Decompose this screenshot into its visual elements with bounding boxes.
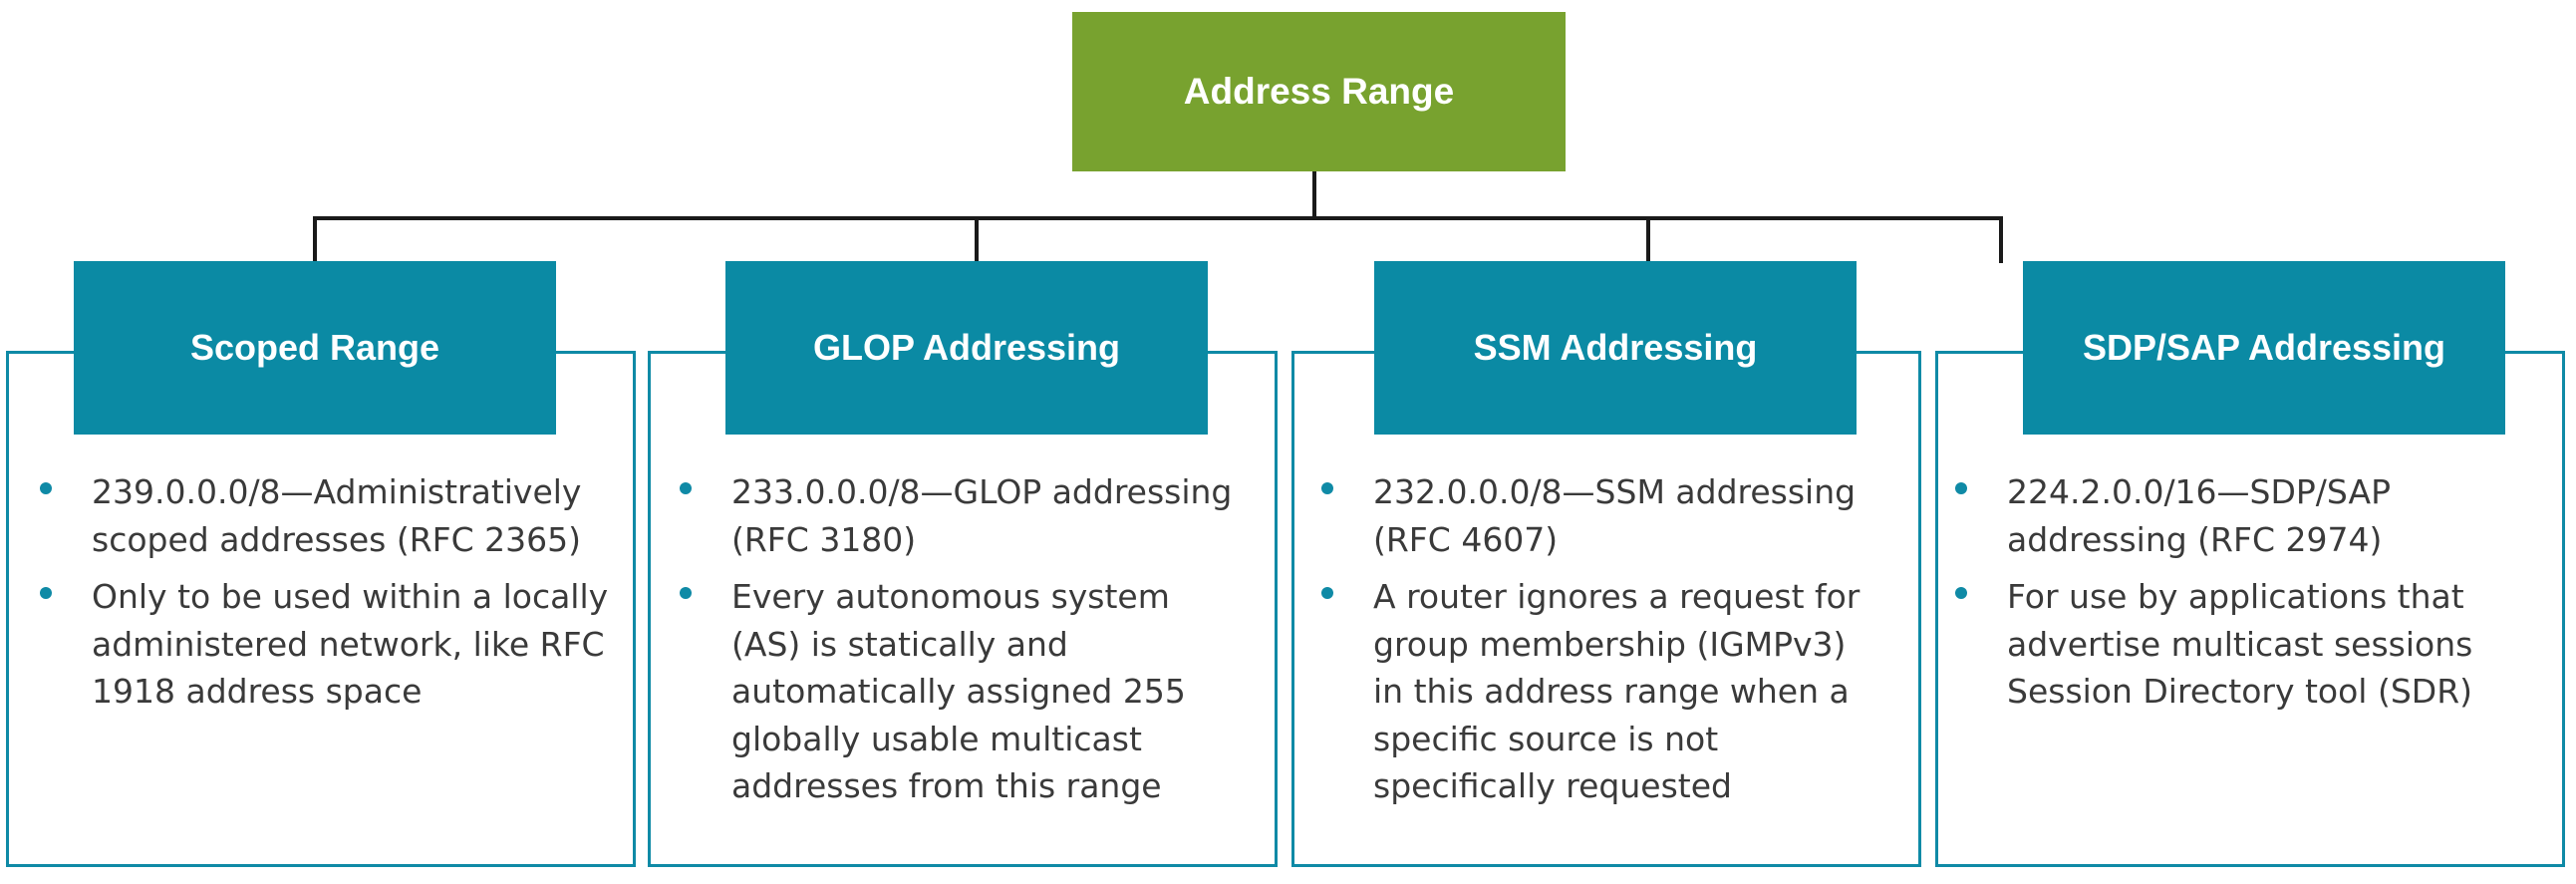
branch-connector-ssm	[1646, 216, 1650, 263]
glop-addressing-header: GLOP Addressing	[725, 261, 1208, 435]
bullet-text: 224.2.0.0/16—SDP/SAP addressing (RFC 297…	[2007, 472, 2391, 559]
branch-connector-glop	[975, 216, 979, 263]
branch-connector-scoped	[313, 216, 317, 263]
bullet-item: Every autonomous system (AS) is statical…	[680, 573, 1240, 810]
bullet-dot-icon	[680, 587, 692, 599]
horizontal-connector	[313, 216, 2003, 220]
glop-addressing-bullets: 233.0.0.0/8—GLOP addressing (RFC 3180) E…	[680, 468, 1240, 820]
scoped-range-bullets: 239.0.0.0/8—Administratively scoped addr…	[40, 468, 630, 726]
bullet-text: A router ignores a request for group mem…	[1373, 577, 1860, 805]
bullet-dot-icon	[1321, 587, 1333, 599]
sdp-sap-addressing-header: SDP/SAP Addressing	[2023, 261, 2505, 435]
ssm-addressing-panel	[1291, 351, 1921, 867]
branch-connector-sdp-sap	[1999, 216, 2003, 263]
bullet-dot-icon	[40, 482, 52, 494]
glop-addressing-title: GLOP Addressing	[812, 327, 1121, 368]
root-node-label: Address Range	[1183, 71, 1455, 112]
bullet-dot-icon	[1955, 587, 1967, 599]
sdp-sap-addressing-title: SDP/SAP Addressing	[2082, 327, 2446, 368]
sdp-sap-addressing-panel	[1935, 351, 2565, 867]
bullet-dot-icon	[680, 482, 692, 494]
bullet-text: Only to be used within a locally adminis…	[92, 577, 609, 711]
bullet-text: 233.0.0.0/8—GLOP addressing (RFC 3180)	[731, 472, 1233, 559]
bullet-dot-icon	[40, 587, 52, 599]
scoped-range-panel	[6, 351, 636, 867]
bullet-item: 232.0.0.0/8—SSM addressing (RFC 4607)	[1321, 468, 1881, 563]
scoped-range-title: Scoped Range	[189, 327, 440, 368]
bullet-text: Every autonomous system (AS) is statical…	[731, 577, 1186, 805]
ssm-addressing-title: SSM Addressing	[1473, 327, 1758, 368]
bullet-text: 239.0.0.0/8—Administratively scoped addr…	[92, 472, 582, 559]
address-range-root-node: Address Range	[1072, 12, 1566, 171]
bullet-item: A router ignores a request for group mem…	[1321, 573, 1881, 810]
scoped-range-header: Scoped Range	[74, 261, 556, 435]
ssm-addressing-bullets: 232.0.0.0/8—SSM addressing (RFC 4607) A …	[1321, 468, 1881, 820]
bullet-dot-icon	[1955, 482, 1967, 494]
bullet-item: Only to be used within a locally adminis…	[40, 573, 630, 716]
glop-addressing-panel	[648, 351, 1278, 867]
sdp-sap-addressing-bullets: 224.2.0.0/16—SDP/SAP addressing (RFC 297…	[1955, 468, 2535, 726]
bullet-item: For use by applications that advertise m…	[1955, 573, 2535, 716]
bullet-item: 239.0.0.0/8—Administratively scoped addr…	[40, 468, 630, 563]
root-vertical-connector	[1312, 171, 1316, 218]
ssm-addressing-header: SSM Addressing	[1374, 261, 1857, 435]
bullet-text: 232.0.0.0/8—SSM addressing (RFC 4607)	[1373, 472, 1857, 559]
bullet-dot-icon	[1321, 482, 1333, 494]
bullet-item: 233.0.0.0/8—GLOP addressing (RFC 3180)	[680, 468, 1240, 563]
bullet-text: For use by applications that advertise m…	[2007, 577, 2473, 711]
bullet-item: 224.2.0.0/16—SDP/SAP addressing (RFC 297…	[1955, 468, 2535, 563]
